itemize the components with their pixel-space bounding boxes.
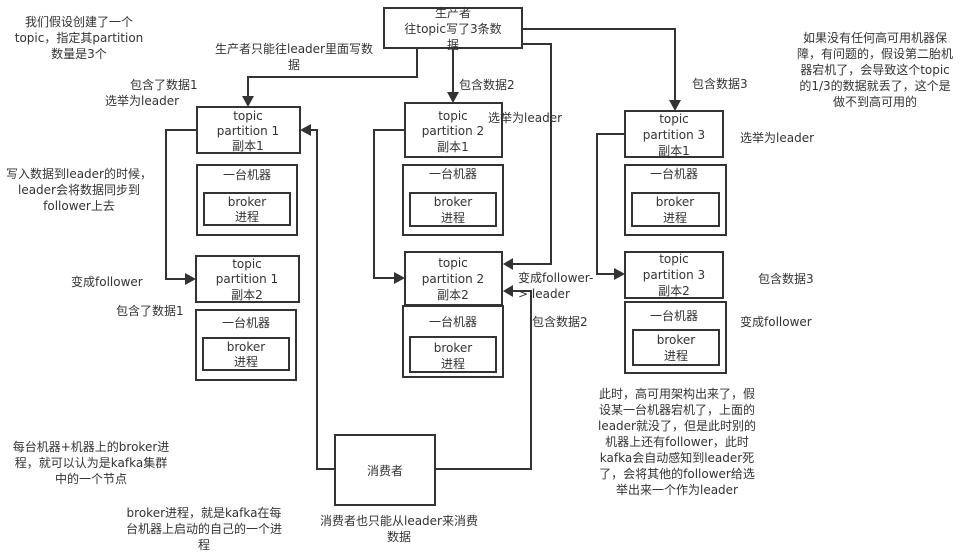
note-p3-elected: 选举为leader bbox=[740, 131, 815, 145]
note-ha-architecture: 此时，高可用架构出来了，假设某一台机器宕机了，上面的leader就没了，但是此时… bbox=[597, 387, 756, 497]
note-node-definition: 每台机器+机器上的broker进程，就可以认为是kafka集群中的一个节点 bbox=[12, 440, 170, 486]
arrow-head-p3 bbox=[669, 100, 681, 111]
machine-label: 一台机器 bbox=[429, 314, 477, 329]
replica-text: 副本2 bbox=[437, 288, 469, 302]
p3-replica1-box[interactable]: topic partition 3 副本1 bbox=[624, 110, 724, 158]
connector-p3-sync bbox=[596, 133, 625, 275]
note-p3-contains: 包含数据3 bbox=[692, 77, 748, 91]
note-p2-elected: 选举为leader bbox=[488, 111, 563, 125]
connector-consumer-p2r2 bbox=[435, 290, 532, 470]
note-p1r2-follower: 变成follower bbox=[71, 275, 143, 289]
p1-replica2-box[interactable]: topic partition 1 副本2 bbox=[195, 255, 300, 303]
replica-text: topic bbox=[232, 257, 262, 271]
note-consumer-leader-only: 消费者也只能从leader来消费数据 bbox=[319, 514, 478, 544]
arrow-head-p1-sync bbox=[185, 273, 196, 285]
p3-machine2[interactable]: 一台机器 broker 进程 bbox=[624, 301, 727, 374]
connector-producer-p2r2 bbox=[512, 43, 552, 265]
machine-label: 一台机器 bbox=[223, 167, 271, 182]
replica-text: partition 1 bbox=[217, 124, 279, 138]
p3-machine1[interactable]: 一台机器 broker 进程 bbox=[624, 164, 727, 236]
replica-text: topic bbox=[659, 112, 689, 126]
replica-text: 副本1 bbox=[232, 139, 264, 153]
producer-line-2: 往topic写了3条数 bbox=[404, 21, 501, 36]
machine-label: 一台机器 bbox=[222, 315, 270, 330]
p2-machine2[interactable]: 一台机器 broker 进程 bbox=[402, 305, 504, 378]
arrow-head-p2-sync bbox=[394, 272, 405, 284]
note-p1-elected: 选举为leader bbox=[105, 94, 180, 108]
replica-text: partition 3 bbox=[643, 128, 705, 142]
producer-line-1: 生产者 bbox=[435, 6, 471, 20]
broker-text: broker bbox=[656, 195, 695, 209]
connector-consumer-p1 bbox=[310, 129, 335, 470]
broker-process-box bbox=[632, 329, 720, 366]
p2-replica2-box[interactable]: topic partition 2 副本2 bbox=[404, 251, 503, 306]
arrow-head-p2 bbox=[447, 92, 459, 103]
arrow-head-p3-sync bbox=[614, 268, 625, 280]
p2-replica1-box[interactable]: topic partition 2 副本1 bbox=[404, 102, 503, 158]
broker-text: broker bbox=[434, 341, 473, 355]
note-p2r2-contains: 包含数据2 bbox=[532, 315, 588, 329]
broker-text: broker bbox=[228, 195, 267, 209]
producer-line-3: 据 bbox=[447, 38, 459, 52]
broker-process-box bbox=[202, 337, 290, 371]
replica-text: topic bbox=[233, 109, 263, 123]
note-p3r2-follower: 变成follower bbox=[740, 315, 812, 329]
producer-node[interactable]: 生产者 往topic写了3条数 据 bbox=[383, 6, 523, 52]
note-write-sync: 写入数据到leader的时候，leader会将数据同步到follower上去 bbox=[5, 167, 152, 213]
replica-text: 副本2 bbox=[658, 284, 690, 298]
p2-machine1[interactable]: 一台机器 broker 进程 bbox=[402, 164, 504, 236]
replica-text: topic bbox=[438, 256, 468, 270]
consumer-label: 消费者 bbox=[367, 464, 403, 478]
broker-text: 进程 bbox=[235, 209, 259, 224]
replica-text: 副本2 bbox=[231, 288, 263, 302]
connector-p2-sync bbox=[373, 129, 405, 279]
note-p1r2-contains: 包含了数据1 bbox=[116, 304, 184, 318]
connector-producer-p3 bbox=[522, 28, 676, 101]
p3-replica2-box[interactable]: topic partition 3 副本2 bbox=[624, 251, 724, 299]
note-no-ha: 如果没有任何高可用机器保障，有问题的，假设第二胎机器宕机了，会导致这个topic… bbox=[796, 31, 953, 109]
replica-text: partition 2 bbox=[422, 272, 484, 286]
broker-text: broker bbox=[227, 340, 266, 354]
arrow-head-consumer-p2r2 bbox=[503, 285, 513, 297]
p1-replica1-box[interactable]: topic partition 1 副本1 bbox=[196, 106, 301, 154]
broker-process-box bbox=[203, 192, 291, 226]
note-broker-definition: broker进程，就是kafka在每台机器上启动的自己的一个进程 bbox=[125, 506, 282, 552]
arrow-head-p1 bbox=[242, 96, 254, 107]
p1-machine2[interactable]: 一台机器 broker 进程 bbox=[195, 309, 297, 381]
note-producer-leader-only: 生产者只能往leader里面写数据 bbox=[214, 42, 373, 72]
broker-text: broker bbox=[657, 333, 696, 347]
p1-machine1[interactable]: 一台机器 broker 进程 bbox=[196, 164, 298, 236]
note-topic-created: 我们假设创建了一个topic，指定其partition数量是3个 bbox=[14, 15, 144, 61]
connector-p1-sync bbox=[165, 129, 197, 280]
broker-process-box bbox=[409, 336, 497, 373]
replica-text: partition 3 bbox=[643, 268, 705, 282]
replica-text: partition 1 bbox=[216, 272, 278, 286]
replica-text: 副本1 bbox=[658, 144, 690, 158]
broker-text: broker bbox=[434, 195, 473, 209]
connector-producer-p1 bbox=[247, 48, 418, 97]
broker-process-box bbox=[409, 192, 497, 227]
note-p3r2-contains: 包含数据3 bbox=[758, 272, 814, 286]
broker-text: 进程 bbox=[441, 356, 465, 371]
arrow-head-consumer-p1 bbox=[300, 124, 311, 136]
broker-text: 进程 bbox=[234, 354, 258, 369]
machine-label: 一台机器 bbox=[650, 308, 698, 323]
consumer-node[interactable]: 消费者 bbox=[334, 434, 436, 506]
replica-text: topic bbox=[438, 109, 468, 123]
broker-process-box bbox=[631, 192, 720, 227]
machine-label: 一台机器 bbox=[650, 166, 698, 181]
note-p1-contains: 包含了数据1 bbox=[130, 78, 198, 92]
replica-text: topic bbox=[659, 252, 689, 266]
note-p2r2-change: 变成follower-> leader bbox=[518, 271, 594, 301]
machine-label: 一台机器 bbox=[429, 166, 477, 181]
replica-text: 副本1 bbox=[437, 140, 469, 154]
broker-text: 进程 bbox=[441, 210, 465, 225]
broker-text: 进程 bbox=[664, 348, 688, 363]
arrow-head-p2r2 bbox=[503, 258, 513, 270]
broker-text: 进程 bbox=[663, 210, 687, 225]
replica-text: partition 2 bbox=[422, 124, 484, 138]
note-p2-contains: 包含数据2 bbox=[459, 78, 515, 92]
